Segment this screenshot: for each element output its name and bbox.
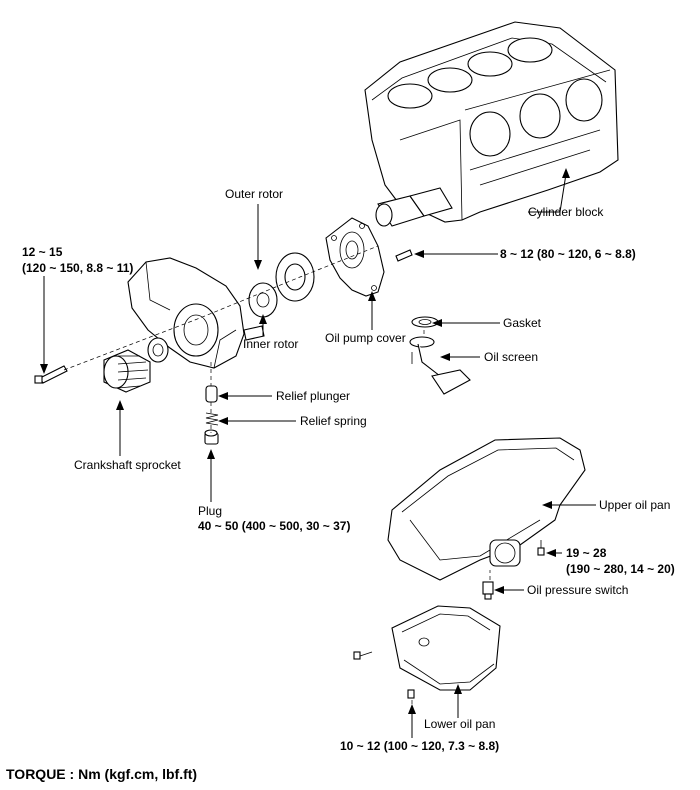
torque-lower-pan: 10 ~ 12 (100 ~ 120, 7.3 ~ 8.8): [340, 739, 499, 753]
torque-pump-bolt-line2: (120 ~ 150, 8.8 ~ 11): [22, 261, 133, 275]
label-oil-pressure-switch: Oil pressure switch: [527, 583, 628, 597]
label-upper-oil-pan: Upper oil pan: [599, 498, 670, 512]
oil-pump-cover-illustration: [325, 217, 385, 297]
outer-rotor-illustration: [275, 252, 315, 302]
upper-oil-pan-illustration: [387, 437, 586, 581]
lower-pan-bolt-illustration: [353, 651, 415, 699]
plug-illustration: [204, 429, 219, 445]
gasket-illustration: [411, 316, 439, 328]
oil-pump-housing-illustration: [127, 257, 265, 369]
assembly-axis-lines: [63, 245, 491, 712]
torque-pump-bolt-line1: 12 ~ 15: [22, 245, 63, 259]
crankshaft-sprocket-illustration: [103, 349, 151, 393]
label-oil-screen: Oil screen: [484, 350, 538, 364]
lower-oil-pan-illustration: [391, 605, 501, 691]
label-gasket: Gasket: [503, 316, 542, 330]
torque-upper-pan-line2: (190 ~ 280, 14 ~ 20): [566, 562, 675, 576]
label-oil-pump-cover: Oil pump cover: [325, 331, 406, 345]
label-inner-rotor: Inner rotor: [243, 337, 298, 351]
label-outer-rotor: Outer rotor: [225, 187, 283, 201]
label-cylinder-block: Cylinder block: [528, 205, 604, 219]
label-plug: Plug: [198, 504, 222, 518]
label-lower-oil-pan: Lower oil pan: [424, 717, 495, 731]
cylinder-block-illustration: [364, 21, 619, 227]
leader-arrowheads: [40, 168, 570, 714]
torque-upper-pan-line1: 19 ~ 28: [566, 546, 607, 560]
relief-plunger-illustration: [205, 385, 218, 403]
relief-spring-illustration: [205, 412, 219, 426]
oil-screen-illustration: [409, 336, 471, 395]
label-relief-plunger: Relief plunger: [276, 389, 350, 403]
cover-bolt-illustration: [395, 249, 413, 262]
torque-units-legend: TORQUE : Nm (kgf.cm, lbf.ft): [6, 766, 198, 782]
pump-bolt-illustration: [34, 365, 68, 384]
label-crankshaft-sprocket: Crankshaft sprocket: [74, 458, 181, 472]
label-relief-spring: Relief spring: [300, 414, 367, 428]
upper-pan-bolt-illustration: [537, 540, 545, 556]
torque-plug: 40 ~ 50 (400 ~ 500, 30 ~ 37): [198, 519, 350, 533]
torque-cover-bolt: 8 ~ 12 (80 ~ 120, 6 ~ 8.8): [500, 247, 636, 261]
oil-pressure-switch-illustration: [482, 581, 494, 600]
